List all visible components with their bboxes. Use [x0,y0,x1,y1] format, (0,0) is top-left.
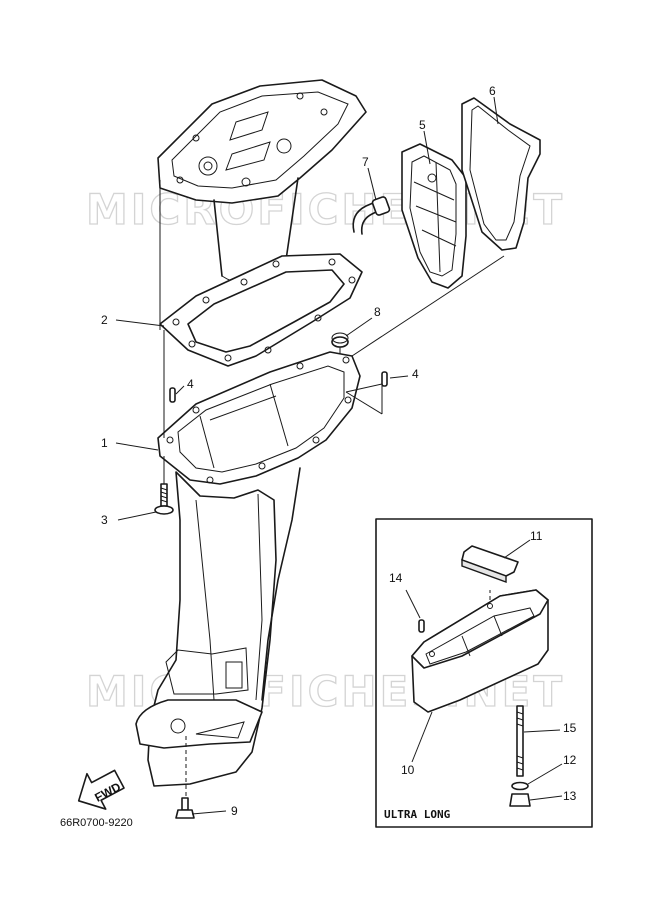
callout-15: 15 [563,721,577,735]
callout-10: 10 [401,763,415,777]
callout-6: 6 [489,84,496,98]
bolt-bottom [175,797,195,819]
assembly-lines [159,180,505,798]
callout-2: 2 [101,313,108,327]
callout-8: 8 [374,305,381,319]
callout-4-right: 4 [412,367,419,381]
ultra-long-inset: ULTRA LONG [375,518,593,828]
diagram-code: 66R0700-9220 [60,817,133,829]
callout-4-left: 4 [187,377,194,391]
callout-11: 11 [530,529,543,543]
callout-13: 13 [563,789,577,803]
seal [401,143,467,289]
fwd-arrow-icon: FWD [77,769,125,810]
callouts: 2 1 3 4 4 5 6 7 8 9 10 11 12 13 14 15 [101,84,577,818]
upper-casing-plate [157,79,367,284]
hose [352,196,391,235]
inset-border [375,518,593,828]
callout-5: 5 [419,118,426,132]
gasket [159,253,363,367]
callout-7: 7 [362,155,369,169]
dowel-pins [169,371,388,403]
seal-rubber [461,97,541,251]
upper-casing [135,351,361,787]
callout-3: 3 [101,513,108,527]
callout-14: 14 [389,571,403,585]
callout-12: 12 [563,753,577,767]
leader-lines [115,96,563,815]
bolt [154,483,174,515]
inset-label: ULTRA LONG [384,808,451,821]
callout-9: 9 [231,804,238,818]
callout-1: 1 [101,436,108,450]
